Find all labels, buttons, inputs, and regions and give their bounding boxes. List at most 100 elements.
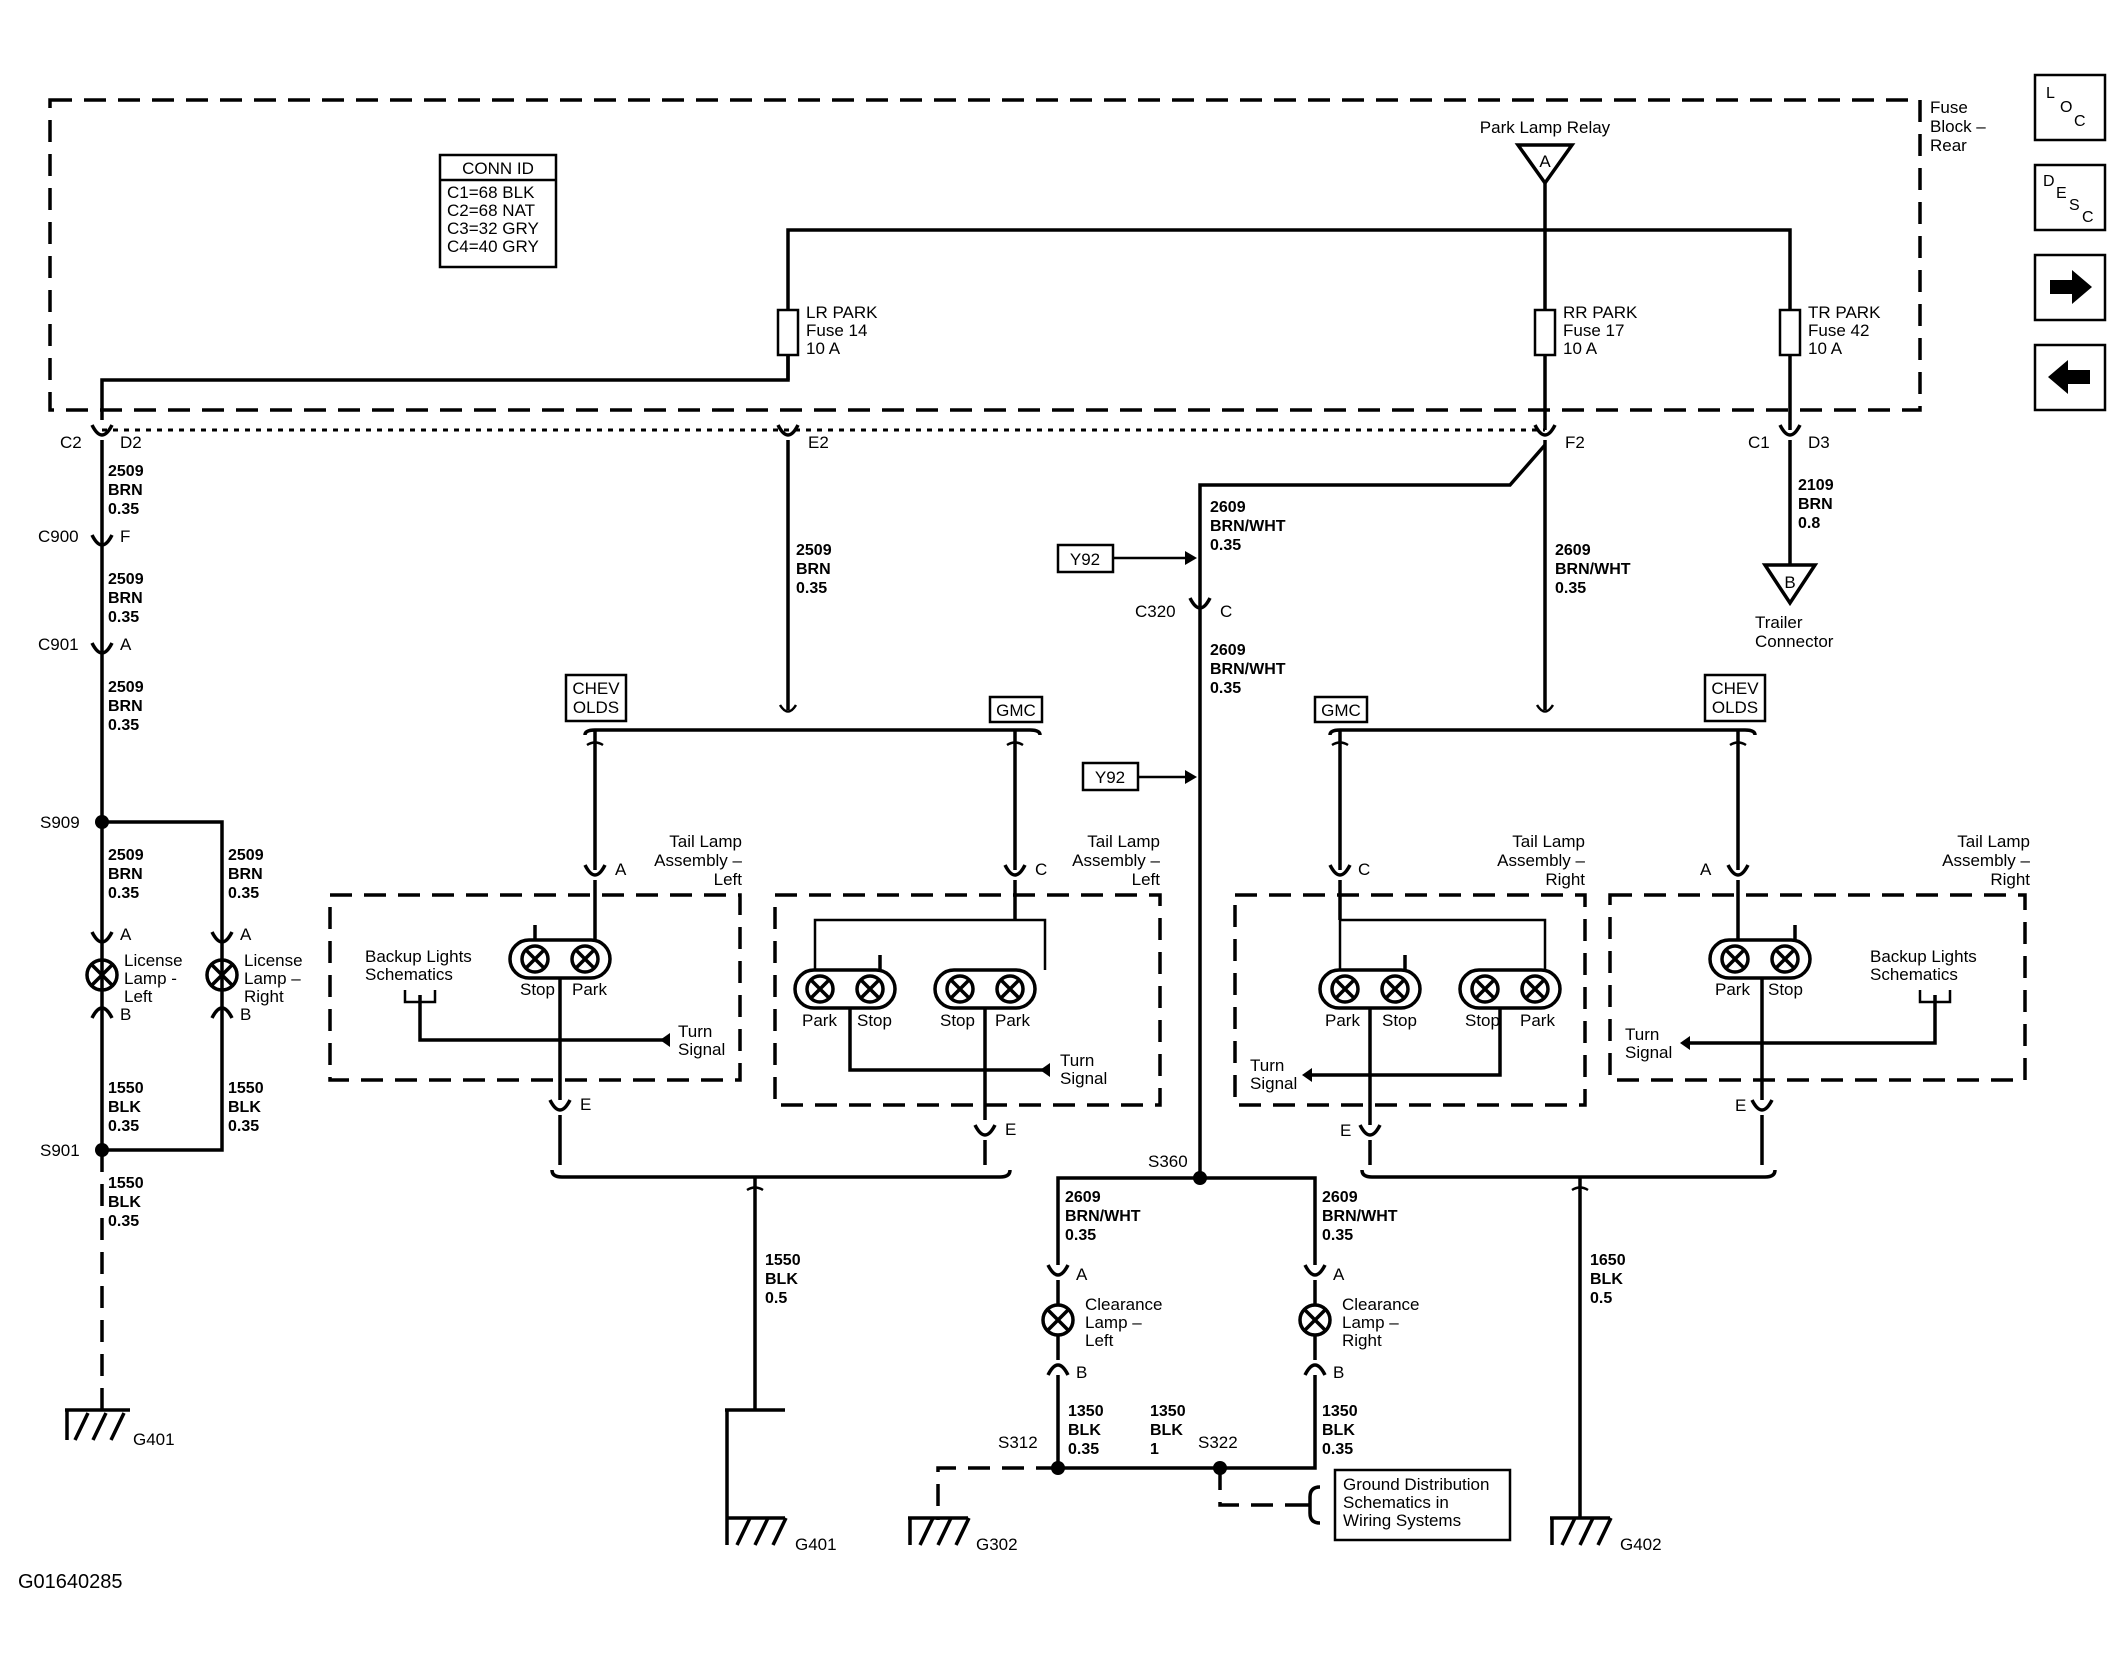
wire-gauge: 0.35	[1322, 1227, 1353, 1244]
backup-lights-label-1: Backup Lights	[365, 947, 472, 966]
fuse-lr-number: Fuse 14	[806, 321, 867, 340]
wire-color: BLK	[108, 1099, 141, 1116]
option-gmc-right: GMC	[1313, 695, 1369, 724]
tail-right-label-3: Right	[1990, 870, 2030, 889]
lamp-stop-label: Stop	[1768, 980, 1803, 999]
conn-id-table: CONN ID C1=68 BLK C2=68 NAT C3=32 GRY C4…	[438, 153, 558, 269]
wire-color: BLK	[1322, 1422, 1355, 1439]
park-lamp-relay: Park Lamp Relay A	[1480, 118, 1611, 187]
connector-label-d3: D3	[1808, 433, 1830, 452]
wire-label-2509-lic-right: 2509 BRN 0.35	[228, 847, 264, 902]
connector-pin-b: B	[1333, 1363, 1344, 1382]
connector-pin-e: E	[1340, 1121, 1351, 1140]
wire-gauge: 0.35	[228, 885, 259, 902]
license-right-label-2: Lamp –	[244, 969, 301, 988]
fuse-rr-park: RR PARK Fuse 17 10 A	[1533, 303, 1638, 430]
loc-letter: L	[2046, 85, 2055, 102]
tail-left-label-3: Left	[714, 870, 743, 889]
wire-gauge: 0.35	[1210, 537, 1241, 554]
license-right-label-3: Right	[244, 987, 284, 1006]
connector-pin-e: E	[1005, 1120, 1016, 1139]
tail-left-gmc-label-1: Tail Lamp	[1087, 832, 1160, 851]
ground-dist-bracket	[1305, 1485, 1321, 1525]
tail-right-gmc-label-2: Assembly –	[1497, 851, 1585, 870]
fuse-lr-name: LR PARK	[806, 303, 878, 322]
wire-color: BRN	[108, 698, 143, 715]
wire-circuit: 2509	[108, 571, 144, 588]
ground-distribution-box[interactable]: Ground Distribution Schematics in Wiring…	[1333, 1468, 1512, 1542]
wire-gauge: 0.8	[1798, 515, 1820, 532]
option-olds: OLDS	[1712, 698, 1758, 717]
desc-button[interactable]: D E S C	[2033, 163, 2107, 232]
clearance-left-label-1: Clearance	[1085, 1295, 1163, 1314]
connector-pin-a: A	[1700, 860, 1712, 879]
clearance-right-label-2: Lamp –	[1342, 1313, 1399, 1332]
fuse-lr-rating: 10 A	[806, 339, 841, 358]
connector-label-c1: C1	[1748, 433, 1770, 452]
wire-gauge: 0.35	[108, 501, 139, 518]
option-chev-olds-right: CHEV OLDS	[1703, 673, 1767, 723]
prev-button[interactable]	[2033, 343, 2107, 412]
connector-label-c2: C2	[60, 433, 82, 452]
license-lamp-left: A B License Lamp - Left	[85, 925, 183, 1024]
wire-gauge: 1	[1150, 1441, 1159, 1458]
wire-gauge: 0.35	[1068, 1441, 1099, 1458]
wire-color: BLK	[1068, 1422, 1101, 1439]
desc-letter: S	[2069, 197, 2080, 214]
splice-label-s360: S360	[1148, 1152, 1188, 1171]
wire-color: BRN	[108, 482, 143, 499]
connector-label-c900: C900	[38, 527, 79, 546]
fuse-bus-wire	[786, 228, 1792, 310]
next-button[interactable]	[2033, 253, 2107, 322]
option-y92-lower: Y92	[1081, 761, 1197, 792]
wire-gauge: 0.35	[108, 1118, 139, 1135]
wire-circuit: 1550	[228, 1080, 264, 1097]
wire-gauge: 0.35	[1065, 1227, 1096, 1244]
fuse-block-label-line2: Block –	[1930, 117, 1986, 136]
connector-pin-c: C	[1358, 860, 1370, 879]
fuse-block-label: Fuse Block – Rear	[1930, 98, 1986, 155]
tail-lamp-assembly-right-chev: A Tail Lamp Assembly – Right Park Stop B…	[1608, 832, 2031, 1115]
wire-gauge: 0.35	[108, 1213, 139, 1230]
clearance-left-label-2: Lamp –	[1085, 1313, 1142, 1332]
option-gmc: GMC	[996, 701, 1036, 720]
wire-label-2609-c320: 2609 BRN/WHT 0.35	[1210, 642, 1286, 697]
loc-button[interactable]: L O C	[2033, 73, 2107, 142]
fuse-rr-rating: 10 A	[1563, 339, 1598, 358]
g302-dashed-wire	[936, 1466, 1058, 1520]
connector-pin-e: E	[1735, 1096, 1746, 1115]
wire-label-2509-left-3: 2509 BRN 0.35	[108, 679, 144, 734]
wire-color: BRN/WHT	[1065, 1208, 1141, 1225]
turn-signal-label-1: Turn	[678, 1022, 712, 1041]
lamp-stop-label: Stop	[940, 1011, 975, 1030]
wire-color: BRN	[228, 866, 263, 883]
figure-id: G01640285	[18, 1571, 123, 1593]
connector-pin-a: A	[1076, 1265, 1088, 1284]
wire-gauge: 0.35	[108, 885, 139, 902]
tail-right-gmc-label-3: Right	[1545, 870, 1585, 889]
lamp-park-label: Park	[1520, 1011, 1555, 1030]
clearance-right-label-3: Right	[1342, 1331, 1382, 1350]
connector-pin-b: B	[120, 1005, 131, 1024]
turn-signal-label-2: Signal	[678, 1040, 725, 1059]
park-lamp-relay-label: Park Lamp Relay	[1480, 118, 1611, 137]
wire-circuit: 2609	[1322, 1189, 1358, 1206]
option-break	[746, 1186, 764, 1192]
wire-circuit: 2609	[1210, 499, 1246, 516]
connector-pin-a: A	[615, 860, 627, 879]
trailer-connector: B Trailer Connector	[1755, 563, 1834, 651]
wire-gauge: 0.5	[1590, 1290, 1612, 1307]
desc-letter: C	[2082, 209, 2094, 226]
option-gmc: GMC	[1321, 701, 1361, 720]
ground-dist-label-3: Wiring Systems	[1343, 1511, 1461, 1530]
ground-label-g401: G401	[795, 1535, 837, 1554]
lamp-park-label: Park	[1325, 1011, 1360, 1030]
wire-circuit: 2509	[796, 542, 832, 559]
option-y92-upper: Y92	[1056, 543, 1197, 574]
wire-circuit: 1550	[108, 1175, 144, 1192]
option-chev-olds-left: CHEV OLDS	[564, 673, 628, 723]
fuse-tr-rating: 10 A	[1808, 339, 1843, 358]
wire-circuit: 2509	[108, 679, 144, 696]
wire-label-1350-right: 1350 BLK 0.35	[1322, 1403, 1358, 1458]
